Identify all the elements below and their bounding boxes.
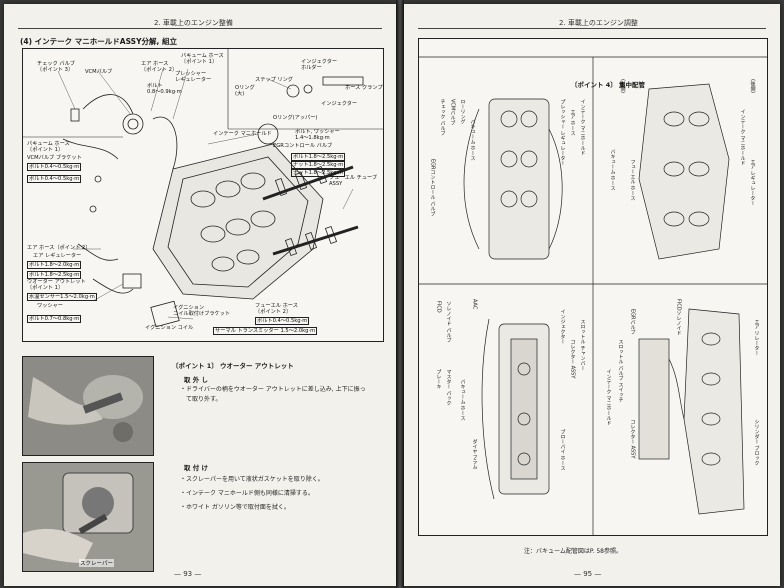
label-water-temp: 水温センサー1.5～2.0kg·m xyxy=(27,293,97,301)
removal-text-2: て取り外す。 xyxy=(186,396,222,403)
label-washer: ワッシャー xyxy=(37,303,63,309)
q3-label-7: コレクター ASSY xyxy=(569,339,576,379)
q1-label-6: インテーク マニホールド xyxy=(579,99,586,156)
book-spine xyxy=(396,0,404,588)
right-page: 2. 車載上のエンジン調整 xyxy=(404,4,780,586)
piping-note: 注：バキューム配管図はP. 58参照。 xyxy=(524,548,622,555)
q2-label-1: (後側) xyxy=(749,79,756,93)
label-air-hose: エア ホース〔ポイント 2〕 xyxy=(141,61,178,73)
q3-label-0: FICD xyxy=(435,301,442,313)
q2-label-3: フューエル ホース xyxy=(629,159,636,201)
label-pressure-regulator: プレッシャーレギュレーター xyxy=(175,71,212,83)
label-bolt-b: ボルト0.4～0.5kg·m xyxy=(27,163,82,171)
section-title: (4) インテーク マニホールドASSY分解, 組立 xyxy=(20,37,177,46)
q4-label-1: スロットル バルブ スイッチ xyxy=(617,339,624,403)
q2-label-4: バキューム ホース xyxy=(609,149,616,191)
manifold-exploded-drawing xyxy=(23,49,383,328)
photo-scraper-cleaning: スクレーパー xyxy=(22,462,154,572)
label-ignition-coil: イグニション コイル xyxy=(145,325,194,331)
install-heading: 取 付 け xyxy=(184,464,209,472)
label-bolt-h: ボルト0.4～0.5kg·m xyxy=(255,317,310,325)
q1-label-3: バキューム ホース xyxy=(469,119,476,161)
photo2-drawing xyxy=(23,463,153,571)
label-bolt-d: ボルト1.8～2.5kg·m xyxy=(291,153,346,161)
label-egr-valve: EGRコントロール バルブ xyxy=(273,143,333,149)
install-text-1: ・スクレーパーを用いて液状ガスケットを取り除く。 xyxy=(180,476,324,483)
header-rule-left xyxy=(18,28,382,29)
page-number-left: — 93 — xyxy=(174,570,202,578)
label-vcm-valve: VCMバルブ xyxy=(85,69,113,75)
q3-label-9: ブローバイ ホース xyxy=(559,429,566,471)
label-bolt-c: ボルト0.4～0.5kg·m xyxy=(27,175,82,183)
running-head-left: 2. 車載上のエンジン整備 xyxy=(154,19,233,27)
q3-label-4: バキューム ホース xyxy=(459,379,466,421)
label-nut-b: ナット1.8～2.5kg·m xyxy=(291,169,346,177)
label-water-outlet: ウオーター アウトレット〔ポイント 1〕 xyxy=(27,279,86,291)
label-bolt-g: ボルト0.7～0.8kg·m xyxy=(27,315,82,323)
q3-label-1: ソレノイド バルブ xyxy=(445,301,452,343)
q4-label-2: EGRバルブ xyxy=(629,309,636,335)
label-vacuum-hose-left: バキューム ホース〔ポイント 1〕 xyxy=(27,141,70,153)
exploded-diagram: チェック バルブ〔ポイント 3〕 VCMバルブ エア ホース〔ポイント 2〕 バ… xyxy=(22,48,384,342)
label-o-ring: Oリング(大) xyxy=(235,85,255,97)
q3-label-5: AAC xyxy=(471,299,478,310)
label-injector-holder: インジェクターホルダー xyxy=(301,59,338,71)
label-nut-a: ナット1.8～2.5kg·m xyxy=(291,161,346,169)
q3-label-10: ダイヤフラム xyxy=(471,439,478,469)
left-page: 2. 車載上のエンジン整備 (4) インテーク マニホールドASSY分解, 組立 xyxy=(4,4,396,586)
label-intake-manifold: インテーク マニホールド xyxy=(213,131,272,137)
piping-drawing xyxy=(419,56,767,535)
q4-label-0: インテーク マニホールド xyxy=(605,369,612,426)
q3-label-8: スロットル チャンバー xyxy=(579,319,586,371)
q4-label-5: エア リレーター xyxy=(753,319,760,356)
label-ignition-bracket: イグニションコイル取付けブラケット xyxy=(173,305,231,317)
label-air-regulator: エア レギュレーター xyxy=(33,253,82,259)
removal-text-1: ・ドライバーの柄をウオーター アウトレットに差し込み, 上下に振っ xyxy=(180,386,366,393)
q1-label-1: VCMバルブ xyxy=(449,99,456,126)
q4-label-3: FICDソレノイド xyxy=(675,299,682,336)
centralized-piping-diagram: 〔ポイント 4〕 集中配管 チェック バルブ VCMバルブ ローリング バキュー… xyxy=(418,38,768,536)
label-thermal-transmitter: サーマル トランスミッター 1.5～2.0kg·m xyxy=(213,327,318,335)
running-head-right: 2. 車載上のエンジン調整 xyxy=(559,19,638,27)
point1-title: 〔ポイント 1〕 ウオーター アウトレット xyxy=(172,362,294,370)
label-fuel-hose: フューエル ホース〔ポイント 2〕 xyxy=(255,303,298,315)
q1-label-7: EGRコントロール バルブ xyxy=(429,159,436,217)
q3-label-3: マスター バック xyxy=(445,369,452,406)
photo1-drawing xyxy=(23,357,153,455)
point4-title: 〔ポイント 4〕 集中配管 xyxy=(571,81,646,89)
label-air-hose2: エア ホース〔ポイント 2〕 xyxy=(27,245,91,251)
q3-label-6: インジェクター xyxy=(559,309,566,344)
q3-label-2: ブレーキ xyxy=(435,369,442,389)
install-text-3: ・ホワイト ガソリン等で取付面を拭く。 xyxy=(180,504,290,511)
install-text-2: ・インテーク マニホールド側も同様に清掃する。 xyxy=(180,490,314,497)
q2-label-0: (前側) xyxy=(619,79,626,93)
q4-label-6: シリンダー ブロック xyxy=(753,419,760,466)
q1-label-2: ローリング xyxy=(459,99,466,124)
q4-label-4: コレクター ASSY xyxy=(629,419,636,459)
header-rule-right xyxy=(418,28,766,29)
q2-label-2: インテーク マニホールド xyxy=(739,109,746,166)
q1-label-0: チェック バルブ xyxy=(439,99,446,136)
label-vcm-bracket: VCMバルブ ブラケット xyxy=(27,155,82,161)
removal-heading: 取 外 し xyxy=(184,376,209,384)
label-hose-clamp: ホース クランプ xyxy=(345,85,383,91)
label-injector: インジェクター xyxy=(321,101,358,107)
q1-label-5: エア ホース xyxy=(569,109,576,136)
label-check-valve: チェック バルブ〔ポイント 3〕 xyxy=(37,61,75,73)
photo-water-outlet-removal xyxy=(22,356,154,456)
q1-label-4: プレッシャー レギュレーター xyxy=(559,99,566,166)
page-number-right: — 95 — xyxy=(574,570,602,578)
q2-label-5: エア レギュレーター xyxy=(749,159,756,206)
label-o-ring-small: Oリング(アッパー) xyxy=(273,115,318,121)
label-step-ring: ステップ リング xyxy=(255,77,293,83)
label-bolt-f: ボルト1.8～2.5kg·m xyxy=(27,271,82,279)
label-bolt-e: ボルト1.8～2.0kg·m xyxy=(27,261,82,269)
scraper-caption: スクレーパー xyxy=(79,559,114,567)
label-vacuum-hose-top: バキューム ホース〔ポイント 1〕 xyxy=(181,53,224,65)
